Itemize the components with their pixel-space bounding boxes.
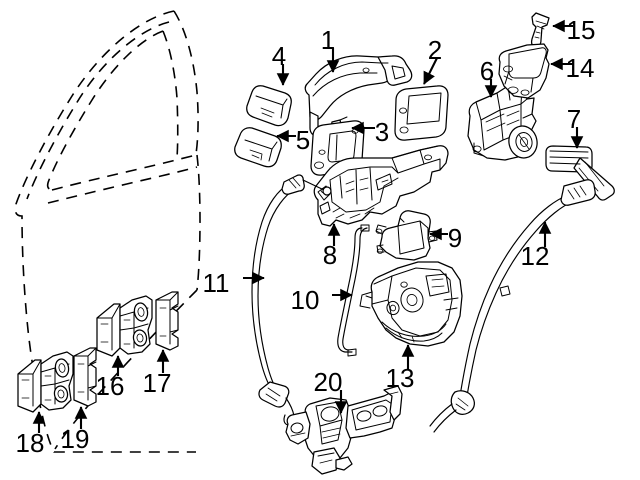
callout-number-12: 12 bbox=[521, 241, 550, 271]
callout-6: 6 bbox=[480, 56, 498, 98]
callout-number-14: 14 bbox=[566, 53, 595, 83]
part-4-handle-end-cap-upper bbox=[246, 85, 292, 127]
callout-number-18: 18 bbox=[16, 428, 45, 458]
part-20-door-check-strap bbox=[285, 385, 403, 475]
callout-4: 4 bbox=[272, 41, 290, 86]
callout-13: 13 bbox=[386, 344, 415, 393]
callout-1: 1 bbox=[321, 25, 340, 73]
callout-number-19: 19 bbox=[61, 424, 90, 454]
part-14-interior-door-handle bbox=[498, 43, 550, 99]
callout-number-7: 7 bbox=[567, 104, 581, 134]
callout-11: 11 bbox=[203, 268, 265, 298]
callout-number-15: 15 bbox=[567, 15, 596, 45]
callout-2: 2 bbox=[423, 35, 442, 85]
part-11-inside-handle-bowden-cable bbox=[251, 174, 332, 426]
part-15-handle-retaining-screw bbox=[531, 12, 550, 48]
callout-number-11: 11 bbox=[203, 268, 230, 298]
callout-14: 14 bbox=[550, 53, 595, 83]
callout-10: 10 bbox=[291, 285, 353, 315]
part-8-door-handle-carrier-bracket bbox=[313, 145, 449, 227]
callout-number-17: 17 bbox=[143, 368, 172, 398]
callout-number-5: 5 bbox=[296, 125, 310, 155]
part-10-lock-operating-rod bbox=[337, 224, 370, 357]
callout-8: 8 bbox=[323, 223, 341, 270]
callout-17: 17 bbox=[143, 349, 172, 398]
callout-number-2: 2 bbox=[428, 35, 442, 65]
callout-12: 12 bbox=[521, 221, 552, 271]
callout-number-1: 1 bbox=[321, 25, 335, 55]
part-9-central-locking-actuator bbox=[375, 210, 438, 261]
part-16-door-hinge-upper bbox=[96, 295, 153, 357]
leader-line-2 bbox=[423, 57, 438, 85]
callout-number-16: 16 bbox=[96, 371, 125, 401]
callout-16: 16 bbox=[96, 355, 125, 401]
callout-19: 19 bbox=[61, 406, 90, 454]
callout-18: 18 bbox=[16, 411, 46, 458]
callout-number-20: 20 bbox=[314, 367, 343, 397]
part-12-lock-release-bowden-cable bbox=[429, 179, 596, 433]
door-outline bbox=[14, 10, 201, 453]
part-6-door-lock-cylinder bbox=[467, 85, 538, 161]
callout-number-10: 10 bbox=[291, 285, 320, 315]
callout-number-6: 6 bbox=[480, 56, 494, 86]
part-18-door-hinge-lower bbox=[17, 351, 74, 413]
part-5-handle-end-cap-lower bbox=[234, 127, 282, 168]
callout-15: 15 bbox=[552, 15, 596, 45]
callout-number-13: 13 bbox=[386, 363, 415, 393]
callout-20: 20 bbox=[314, 367, 348, 414]
callout-7: 7 bbox=[567, 104, 584, 149]
part-13-door-lock-latch-assembly bbox=[359, 261, 463, 347]
part-17-hinge-pin-cover-upper bbox=[155, 291, 179, 351]
callout-number-9: 9 bbox=[448, 223, 462, 253]
callout-number-4: 4 bbox=[272, 41, 286, 71]
callout-9: 9 bbox=[429, 223, 462, 253]
callout-5: 5 bbox=[276, 125, 310, 155]
part-2-handle-bezel-cover-outer bbox=[394, 85, 449, 141]
callout-3: 3 bbox=[351, 117, 389, 147]
part-7-lock-key-blade bbox=[545, 145, 615, 201]
callout-number-8: 8 bbox=[323, 240, 337, 270]
callout-number-3: 3 bbox=[375, 117, 389, 147]
part-19-hinge-pin-cover-lower bbox=[73, 347, 97, 407]
